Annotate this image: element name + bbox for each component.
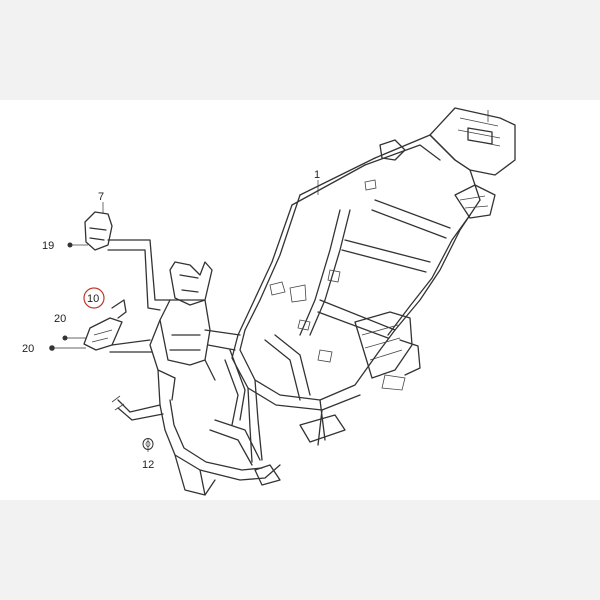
callout-10-highlight-ring: [83, 287, 105, 309]
bolt-part-19[interactable]: [67, 242, 89, 248]
main-frame-part[interactable]: [159, 107, 516, 496]
callout-20-upper: 20: [54, 313, 66, 325]
callout-7: 7: [98, 191, 104, 203]
bracket-part-10[interactable]: [83, 299, 153, 353]
callout-1: 1: [314, 169, 320, 181]
bracket-part-7[interactable]: [84, 211, 171, 311]
bolt-part-20-lower[interactable]: [49, 345, 86, 351]
callout-19: 19: [42, 240, 54, 252]
diagram-panel: [0, 100, 600, 500]
callout-12: 12: [142, 459, 154, 471]
bolt-part-20-upper[interactable]: [62, 335, 87, 341]
callout-20-lower: 20: [22, 343, 34, 355]
leader-lines: [102, 180, 319, 452]
head-tube-assembly[interactable]: [111, 261, 241, 421]
callout-10: 10: [87, 293, 99, 305]
